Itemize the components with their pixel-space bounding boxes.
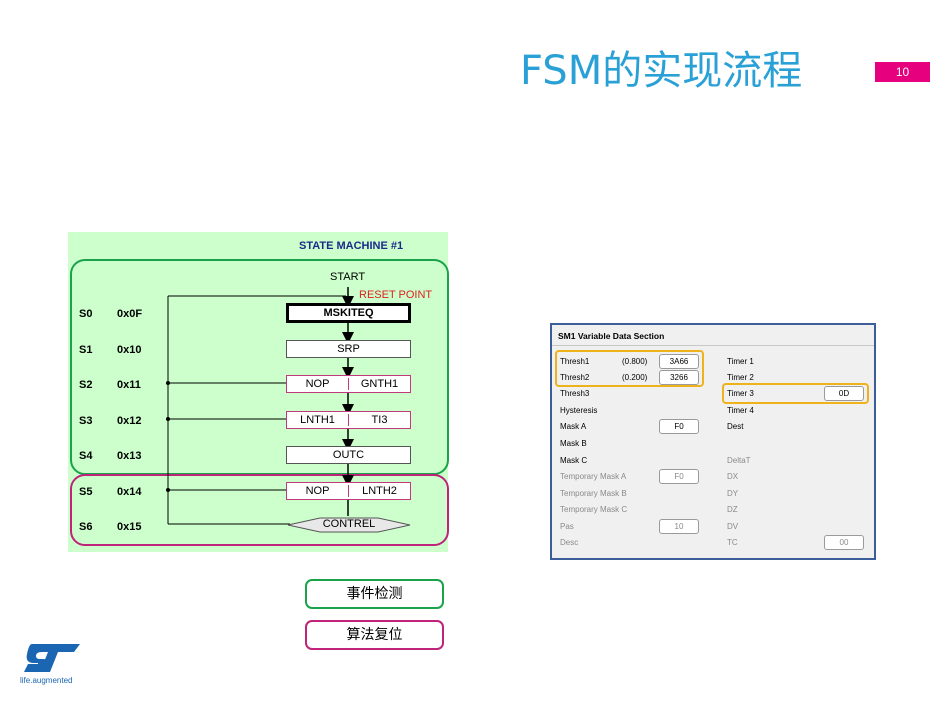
timer3-label: Timer 3 xyxy=(727,389,754,398)
temp-mask-b-label: Temporary Mask B xyxy=(560,489,627,498)
state-code-s6: 0x15 xyxy=(117,521,142,533)
reset-point-label: RESET POINT xyxy=(359,289,433,301)
state-code-s2: 0x11 xyxy=(117,379,141,391)
algo-reset-outline xyxy=(70,474,449,546)
thresh-highlight xyxy=(555,350,704,387)
pas-field[interactable]: 10 xyxy=(659,519,699,534)
state-label-s2: S2 xyxy=(79,379,93,391)
event-detect-outline xyxy=(70,259,449,475)
thresh2-field[interactable]: 3266 xyxy=(659,370,699,385)
state-box-s6: CONTREL xyxy=(322,518,376,530)
timer2-label: Timer 2 xyxy=(727,373,754,382)
state-box-s0: MSKITEQ xyxy=(286,303,411,323)
start-label: START xyxy=(330,271,366,283)
timer3-highlight xyxy=(722,383,869,404)
logo-tagline: life.augmented xyxy=(20,676,73,685)
state-box-s2-instr: NOP xyxy=(305,378,330,390)
data-section-title: SM1 Variable Data Section xyxy=(558,331,665,341)
dy-label: DY xyxy=(727,489,739,498)
thresh2-label: Thresh2 xyxy=(560,373,590,382)
state-box-s1: SRP xyxy=(286,340,411,358)
mask-a-field[interactable]: F0 xyxy=(659,419,699,434)
state-label-s1: S1 xyxy=(79,344,93,356)
tc-field[interactable]: 00 xyxy=(824,535,864,550)
dx-label: DX xyxy=(727,472,739,481)
temp-mask-a-field[interactable]: F0 xyxy=(659,469,699,484)
state-box-s3-instr: LNTH1 xyxy=(300,414,335,426)
desc-label: Desc xyxy=(560,538,579,547)
temp-mask-c-label: Temporary Mask C xyxy=(560,505,628,514)
state-label-s3: S3 xyxy=(79,415,93,427)
state-box-s3-param: TI3 xyxy=(348,414,410,426)
state-code-s0: 0x0F xyxy=(117,308,143,320)
state-code-s3: 0x12 xyxy=(117,415,142,427)
st-logo-icon xyxy=(24,644,80,672)
thresh3-label: Thresh3 xyxy=(560,389,590,398)
state-label-s0: S0 xyxy=(79,308,93,320)
state-machine-heading: STATE MACHINE #1 xyxy=(299,240,404,252)
thresh1-field[interactable]: 3A66 xyxy=(659,354,699,369)
tc-label: TC xyxy=(727,538,738,547)
timer4-label: Timer 4 xyxy=(727,406,754,415)
state-box-s5: NOP LNTH2 xyxy=(286,482,411,500)
legend-event-detect: 事件检测 xyxy=(305,579,444,609)
state-code-s4: 0x13 xyxy=(117,450,142,462)
timer3-field[interactable]: 0D xyxy=(824,386,864,401)
state-label-s6: S6 xyxy=(79,521,93,533)
state-box-s5-param: LNTH2 xyxy=(348,485,410,497)
hysteresis-label: Hysteresis xyxy=(560,406,598,415)
mask-b-label: Mask B xyxy=(560,439,587,448)
state-box-s3: LNTH1 TI3 xyxy=(286,411,411,429)
state-box-s5-instr: NOP xyxy=(305,485,330,497)
thresh1-num: (0.800) xyxy=(622,357,648,366)
temp-mask-a-label: Temporary Mask A xyxy=(560,472,627,481)
state-box-s2-param: GNTH1 xyxy=(348,378,410,390)
variable-data-section: SM1 Variable Data Section Thresh1 (0.800… xyxy=(550,323,876,560)
contrel-shape xyxy=(287,517,411,533)
state-code-s1: 0x10 xyxy=(117,344,142,356)
pas-label: Pas xyxy=(560,522,574,531)
state-label-s4: S4 xyxy=(79,450,93,462)
state-label-s5: S5 xyxy=(79,486,93,498)
state-code-s5: 0x14 xyxy=(117,486,142,498)
slide-title: FSM的实现流程 xyxy=(520,48,803,94)
page-number-badge: 10 xyxy=(875,62,930,82)
state-box-s2: NOP GNTH1 xyxy=(286,375,411,393)
state-box-s4: OUTC xyxy=(286,446,411,464)
thresh2-num: (0.200) xyxy=(622,373,648,382)
legend-algo-reset: 算法复位 xyxy=(305,620,444,650)
dv-label: DV xyxy=(727,522,739,531)
dest-label: Dest xyxy=(727,422,744,431)
dz-label: DZ xyxy=(727,505,738,514)
timer1-label: Timer 1 xyxy=(727,357,754,366)
mask-c-label: Mask C xyxy=(560,456,588,465)
thresh1-label: Thresh1 xyxy=(560,357,590,366)
mask-a-label: Mask A xyxy=(560,422,587,431)
deltat-label: DeltaT xyxy=(727,456,751,465)
